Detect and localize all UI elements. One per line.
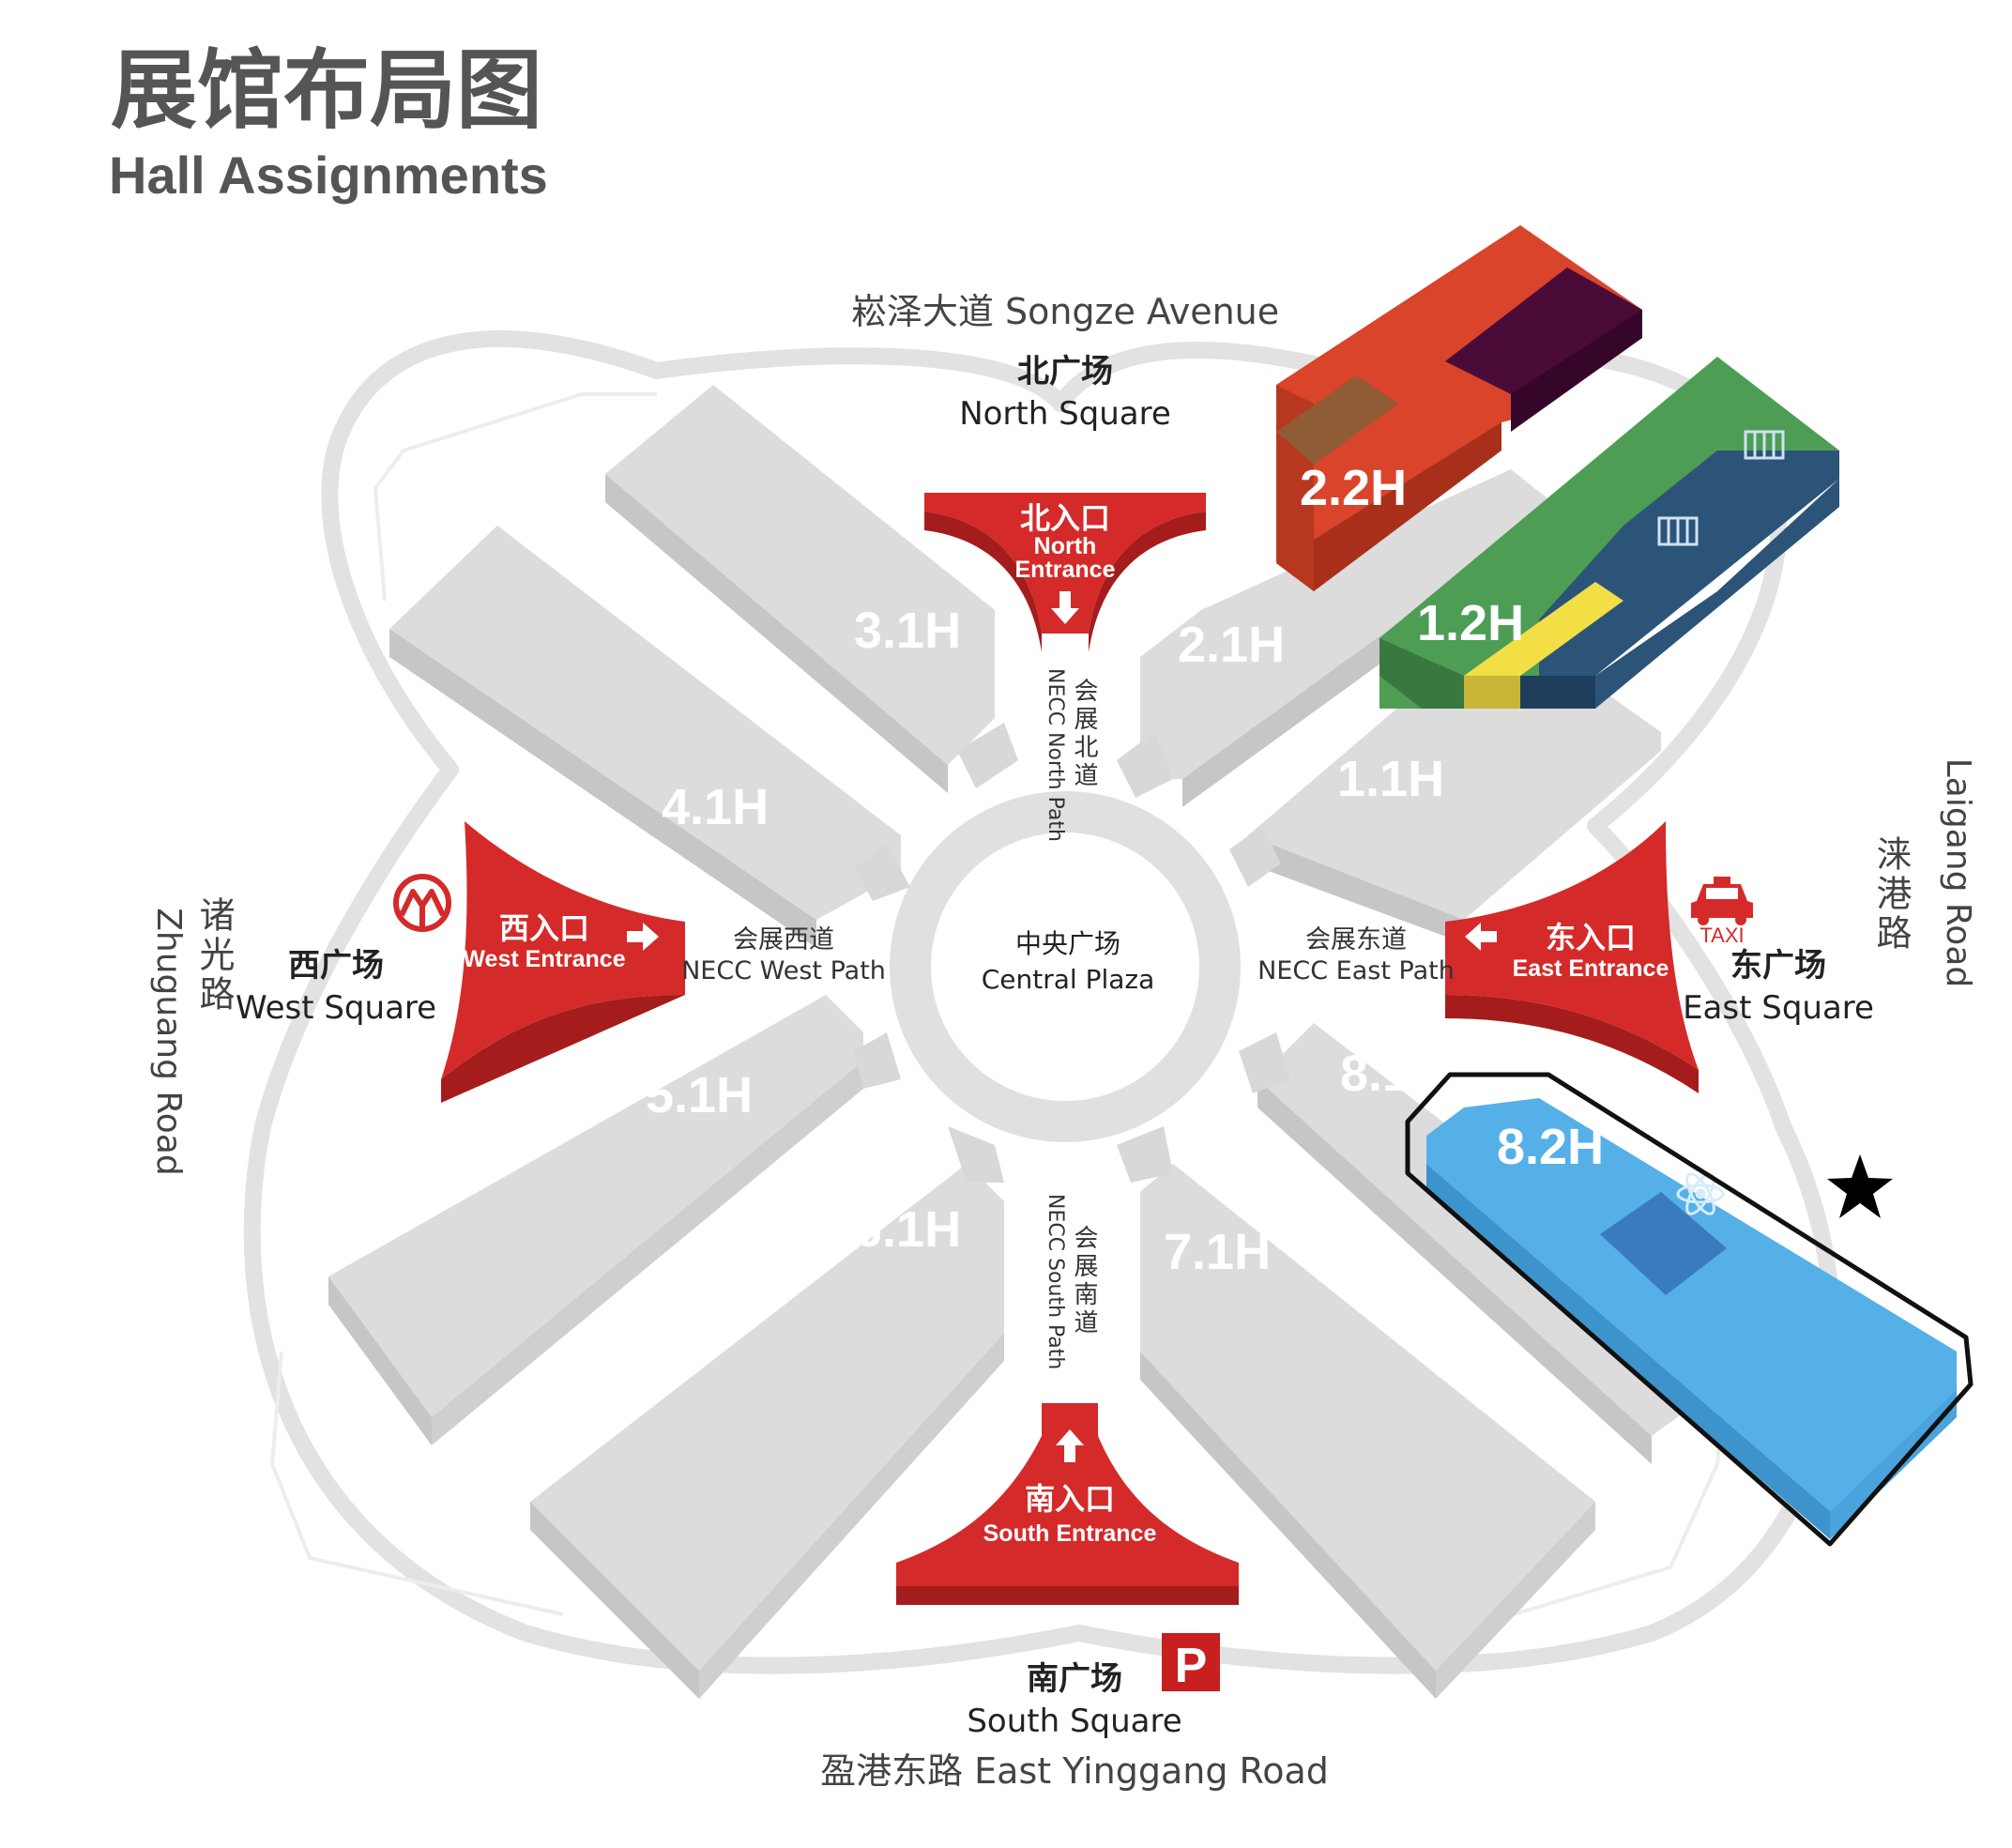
hall-1-2-label: 1.2H bbox=[1417, 595, 1524, 651]
north-square-zh: 北广场 bbox=[1017, 353, 1113, 390]
west-path-zh: 会展西道 bbox=[733, 925, 834, 955]
parking-icon: P bbox=[1162, 1633, 1220, 1693]
central-plaza-ring bbox=[890, 791, 1241, 1142]
central-plaza-zh: 中央广场 bbox=[1015, 928, 1120, 959]
north-entrance-en-1: North bbox=[1034, 533, 1097, 559]
title-en: Hall Assignments bbox=[109, 145, 548, 205]
west-square-en: West Square bbox=[236, 989, 436, 1027]
east-entrance[interactable]: 东入口 East Entrance bbox=[1445, 821, 1699, 1093]
hall-4-1[interactable]: 4.1H bbox=[389, 526, 901, 948]
hall-2-2-label: 2.2H bbox=[1300, 460, 1407, 516]
road-south: 盈港东路 East Yinggang Road bbox=[820, 1750, 1329, 1792]
south-entrance[interactable]: 南入口 South Entrance bbox=[896, 1403, 1239, 1605]
hall-4-1-label: 4.1H bbox=[662, 779, 769, 835]
hall-2-2[interactable]: 2.2H bbox=[1276, 225, 1642, 591]
down-arrow-icon bbox=[1051, 591, 1079, 624]
piano-icon bbox=[1744, 430, 1785, 460]
south-path-en: NECC South Path bbox=[1044, 1194, 1067, 1369]
parking-label: P bbox=[1175, 1639, 1208, 1693]
west-entrance[interactable]: 西入口 West Entrance bbox=[441, 821, 685, 1103]
east-path-zh: 会展东道 bbox=[1305, 925, 1407, 955]
east-square-zh: 东广场 bbox=[1730, 947, 1826, 985]
gray-halls: 3.1H 4.1H 5.1H 6.1H 7.1H bbox=[328, 385, 1755, 1699]
south-square-en: South Square bbox=[967, 1703, 1181, 1740]
east-entrance-en: East Entrance bbox=[1513, 955, 1669, 982]
taxi-label: TAXI bbox=[1700, 924, 1744, 947]
atom-icon bbox=[1676, 1172, 1725, 1215]
hall-3-1[interactable]: 3.1H bbox=[605, 385, 995, 793]
up-arrow-icon bbox=[1056, 1429, 1084, 1462]
piano-icon bbox=[1657, 516, 1699, 546]
east-entrance-zh: 东入口 bbox=[1546, 920, 1636, 955]
north-path-en: NECC North Path bbox=[1044, 668, 1067, 842]
road-west-zh: 诸光路 bbox=[193, 896, 235, 1015]
west-square-zh: 西广场 bbox=[288, 947, 384, 985]
taxi-icon: TAXI bbox=[1691, 877, 1753, 947]
road-west-en: Zhuguang Road bbox=[149, 908, 188, 1175]
south-entrance-zh: 南入口 bbox=[1025, 1481, 1115, 1517]
south-path-zh: 会展南道 bbox=[1070, 1225, 1098, 1337]
road-north: 崧泽大道 Songze Avenue bbox=[851, 291, 1279, 332]
east-path-en: NECC East Path bbox=[1258, 956, 1455, 985]
east-square-en: East Square bbox=[1683, 989, 1874, 1027]
hall-2-1-label: 2.1H bbox=[1178, 617, 1285, 673]
hall-7-1-label: 7.1H bbox=[1164, 1224, 1271, 1280]
central-plaza-en: Central Plaza bbox=[982, 964, 1155, 995]
hall-1-2[interactable]: 1.2H bbox=[1379, 357, 1839, 709]
hall-8-2-highlight bbox=[1405, 1072, 1974, 1547]
south-entrance-en: South Entrance bbox=[983, 1520, 1157, 1547]
right-arrow-icon bbox=[627, 923, 659, 951]
inner-corner-blocks bbox=[854, 723, 1290, 1183]
south-square-zh: 南广场 bbox=[1027, 1660, 1122, 1698]
north-entrance-en-2: Entrance bbox=[1015, 557, 1116, 583]
left-arrow-icon bbox=[1465, 923, 1497, 951]
hall-3-1-label: 3.1H bbox=[854, 603, 961, 659]
hall-8-2-label: 8.2H bbox=[1497, 1119, 1604, 1175]
hall-5-1[interactable]: 5.1H bbox=[328, 995, 863, 1445]
metro-icon bbox=[393, 874, 451, 932]
west-entrance-en: West Entrance bbox=[463, 946, 625, 972]
title-zh: 展馆布局图 bbox=[111, 40, 542, 141]
west-entrance-zh: 西入口 bbox=[499, 910, 589, 946]
hall-5-1-label: 5.1H bbox=[646, 1067, 753, 1123]
north-entrance[interactable]: 北入口 North Entrance bbox=[924, 493, 1206, 652]
star-icon bbox=[1827, 1154, 1893, 1218]
north-entrance-zh: 北入口 bbox=[1020, 500, 1110, 536]
west-path-en: NECC West Path bbox=[681, 956, 886, 985]
hall-6-1[interactable]: 6.1H bbox=[530, 1164, 1004, 1699]
hall-6-1-label: 6.1H bbox=[854, 1201, 961, 1258]
road-east-zh: 涞港路 bbox=[1870, 835, 1912, 954]
north-square-en: North Square bbox=[959, 395, 1171, 433]
hall-8-2[interactable]: 8.2H bbox=[1426, 1098, 1957, 1539]
hall-7-1[interactable]: 7.1H bbox=[1140, 1164, 1595, 1699]
north-path-zh: 会展北道 bbox=[1070, 678, 1098, 790]
road-east-en: Laigang Road bbox=[1939, 758, 1977, 987]
hall-8-1-label: 8.1H bbox=[1340, 1046, 1447, 1102]
hall-1-1-label: 1.1H bbox=[1337, 751, 1444, 807]
